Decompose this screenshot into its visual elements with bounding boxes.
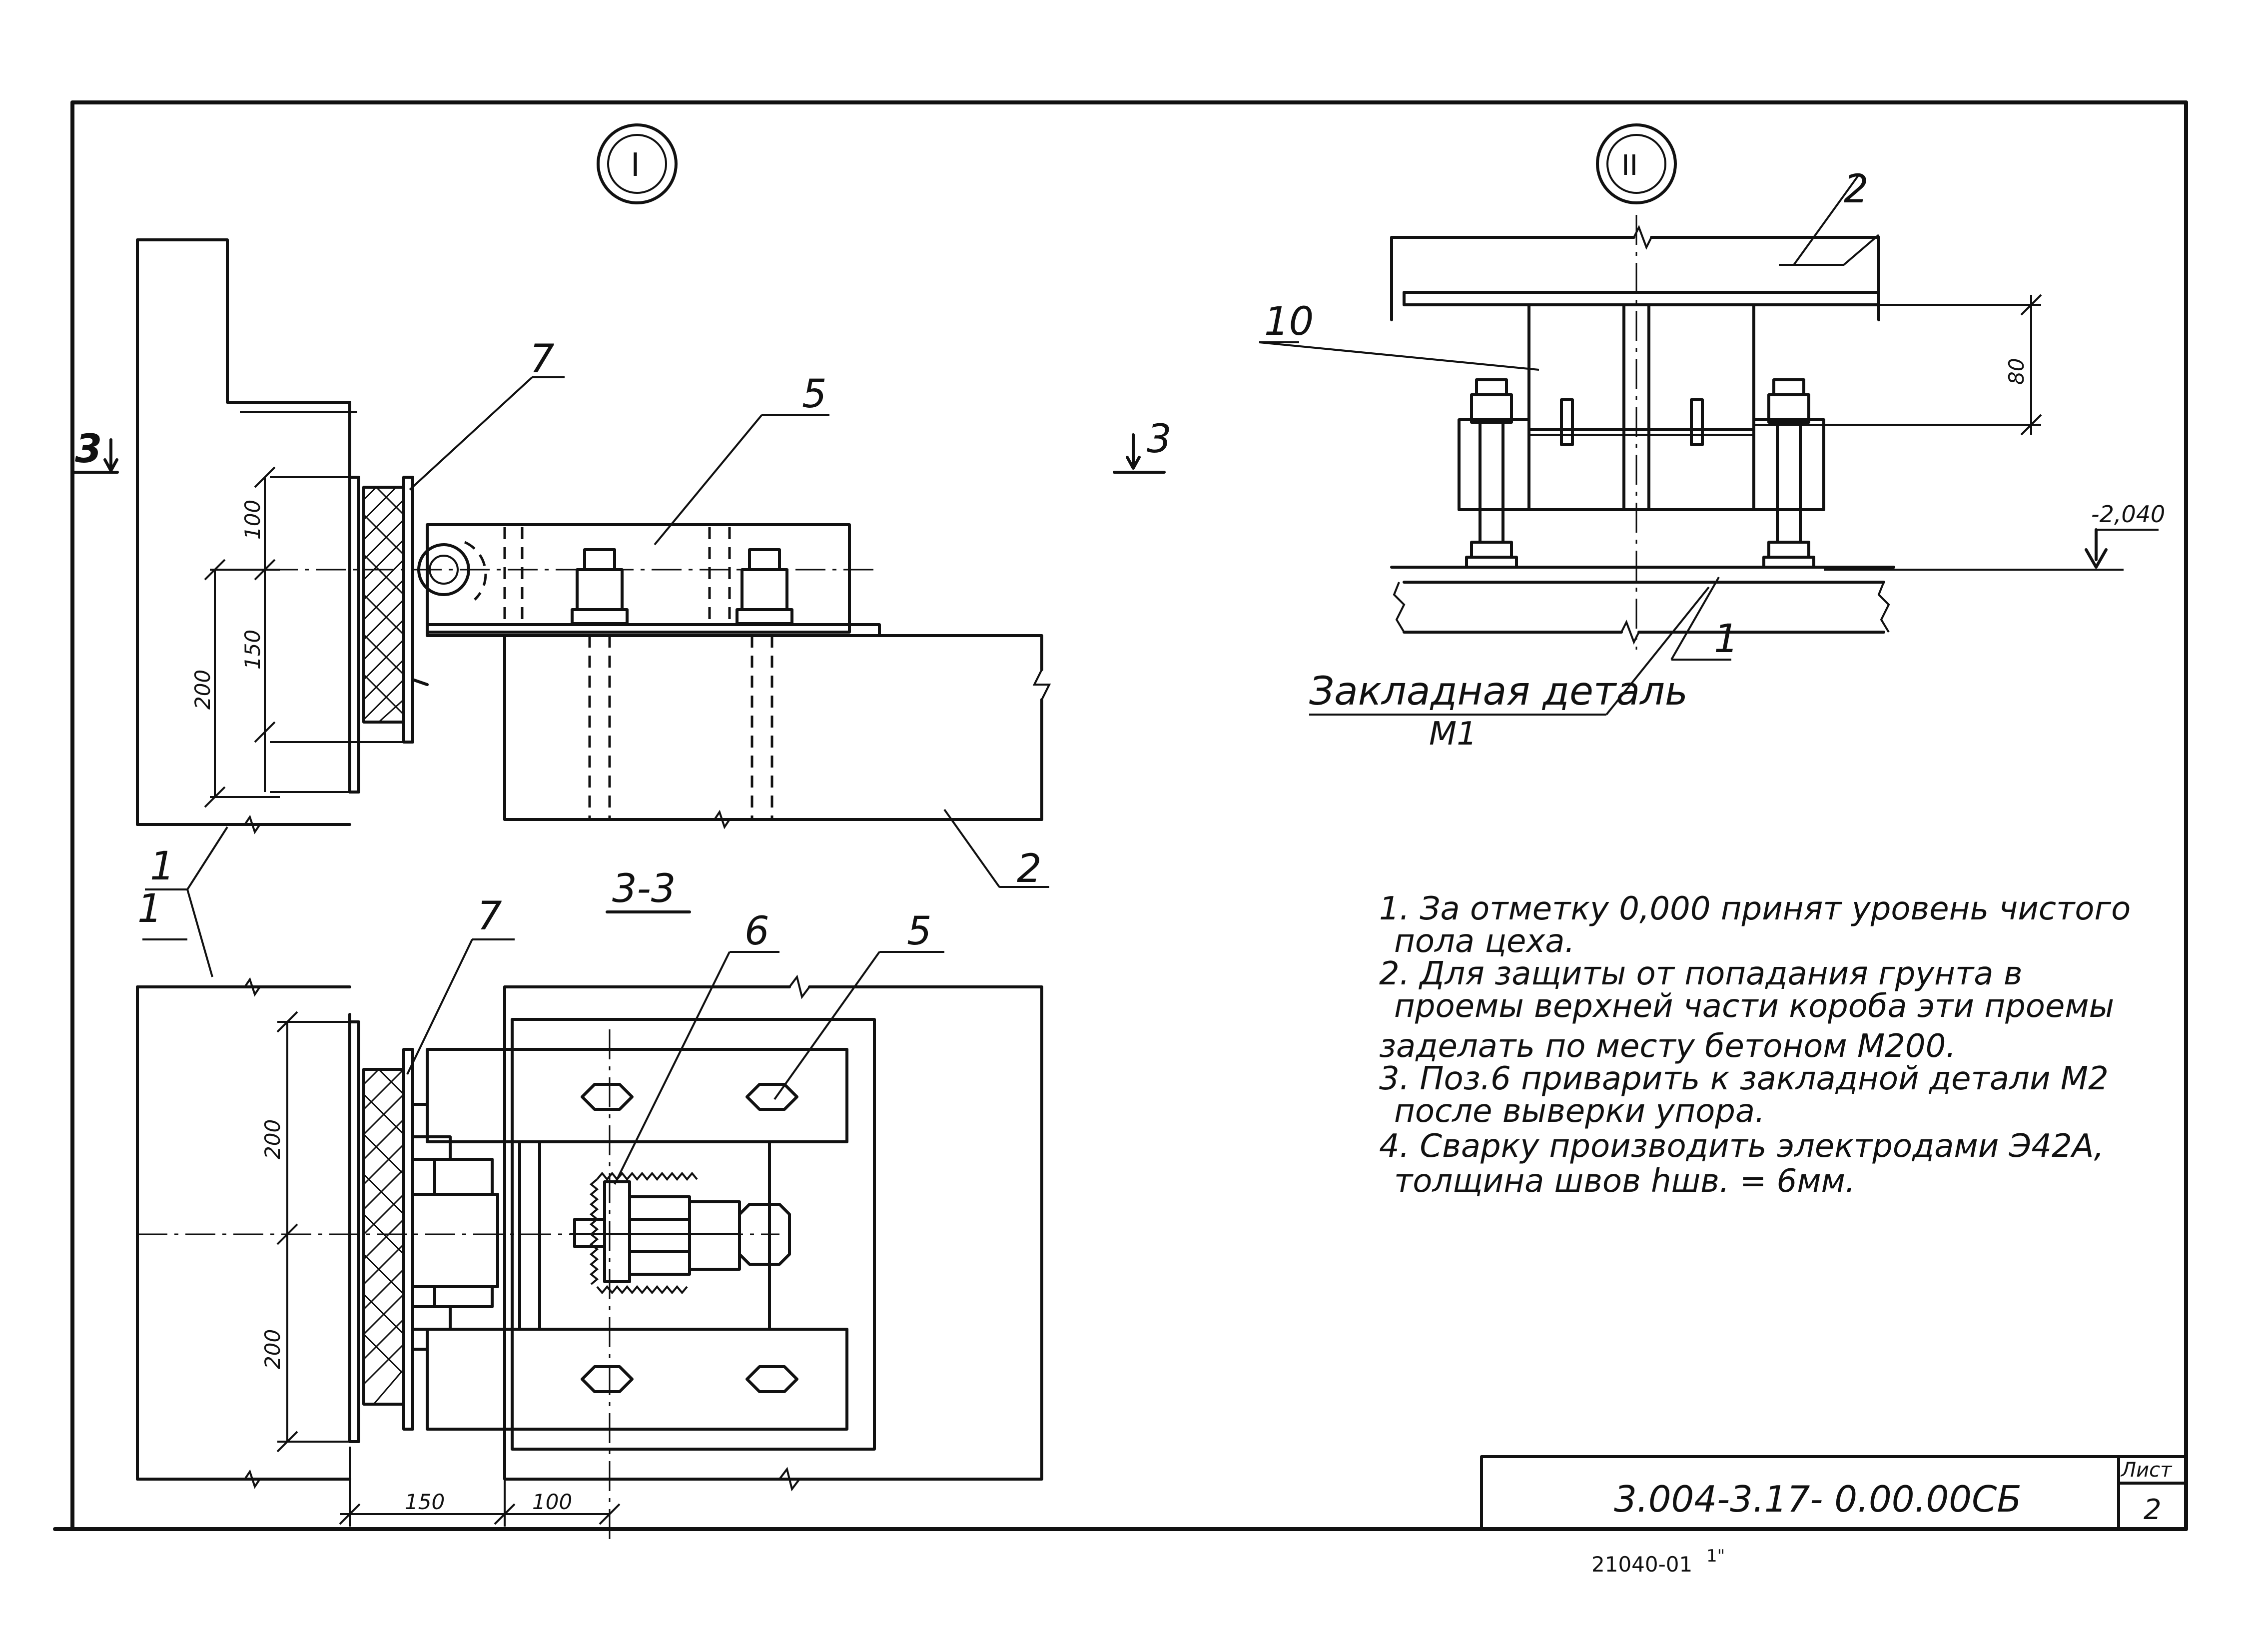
position-5-top: 5 bbox=[802, 372, 827, 417]
view-two bbox=[1390, 215, 1895, 650]
detail-mark-one: I bbox=[597, 123, 678, 204]
sheet-number: 2 bbox=[2144, 1494, 2162, 1526]
title-block: 3.004-3.17- 0.00.00СБ Лист 2 bbox=[1480, 1455, 2188, 1531]
position-2-left: 2 bbox=[1017, 846, 1042, 891]
position-6: 6 bbox=[745, 909, 769, 954]
bolt-icon bbox=[571, 548, 629, 625]
sheet-label: Лист bbox=[2120, 1459, 2173, 1482]
position-7-bottom: 7 bbox=[477, 894, 502, 939]
hex-bolt-icon bbox=[746, 1365, 798, 1393]
embedded-part-label: Закладная деталь bbox=[1309, 669, 1688, 714]
dim-200-vertical: 200 bbox=[190, 670, 215, 710]
embedded-part-mark: М1 bbox=[1429, 716, 1477, 753]
svg-text:I: I bbox=[631, 147, 640, 184]
hex-bolt-icon bbox=[746, 1083, 798, 1111]
dim-80: 80 bbox=[2004, 358, 2029, 385]
note-line: 4. Сварку производить электродами Э42А, bbox=[1379, 1128, 2104, 1165]
hex-bolt-icon bbox=[581, 1365, 634, 1393]
section-title: 3-3 bbox=[612, 866, 676, 911]
view-one-dimensions: 100 150 200 bbox=[190, 466, 404, 808]
dim-150-horizontal: 150 bbox=[405, 1490, 445, 1514]
position-1-right: 1 bbox=[1714, 617, 1739, 662]
detail-mark-two: II bbox=[1596, 123, 1677, 204]
bolt-icon bbox=[736, 548, 793, 625]
section-arrow-left: 3 bbox=[71, 427, 119, 474]
position-10: 10 bbox=[1264, 299, 1314, 344]
dim-200-a: 200 bbox=[260, 1119, 285, 1159]
svg-text:II: II bbox=[1621, 149, 1638, 182]
svg-text:3: 3 bbox=[75, 427, 102, 472]
dim-100-top: 100 bbox=[240, 500, 265, 540]
note-line: 3. Поз.6 приварить к закладной детали М2 bbox=[1379, 1060, 2109, 1097]
position-5-bottom: 5 bbox=[907, 909, 932, 954]
position-1-left: 1 bbox=[150, 844, 175, 889]
note-line: 1. За отметку 0,000 принят уровень чисто… bbox=[1379, 890, 2131, 927]
archive-number: 21040-01 bbox=[1591, 1552, 1692, 1577]
note-line: заделать по месту бетоном М200. bbox=[1379, 1028, 1956, 1065]
svg-text:3: 3 bbox=[1147, 417, 1172, 462]
sheet-frame bbox=[53, 100, 2188, 1531]
position-7-top: 7 bbox=[530, 337, 555, 382]
elevation-mark: -2,040 bbox=[2091, 501, 2165, 528]
note-line: 2. Для защиты от попадания грунта в bbox=[1379, 955, 2023, 992]
note-line: после выверки упора. bbox=[1394, 1093, 1765, 1130]
hex-bolt-icon bbox=[581, 1083, 634, 1111]
anchor-bolt-icon bbox=[1762, 378, 1815, 569]
anchor-bolt-icon bbox=[1465, 378, 1518, 569]
technical-notes: 1. За отметку 0,000 принят уровень чисто… bbox=[1379, 890, 2131, 1200]
view-two-dimensions: 80 -2,040 bbox=[1754, 294, 2165, 571]
view-one bbox=[136, 238, 1051, 834]
drawing-code: 3.004-3.17- 0.00.00СБ bbox=[1614, 1478, 2022, 1520]
note-line: пола цеха. bbox=[1394, 923, 1575, 960]
archive-suffix: 1" bbox=[1706, 1546, 1725, 1566]
dim-100-horizontal: 100 bbox=[532, 1490, 572, 1514]
note-line: толщина швов hшв. = 6мм. bbox=[1394, 1163, 1855, 1200]
section-arrow-right: 3 bbox=[1113, 417, 1172, 474]
section-three bbox=[136, 974, 1043, 1539]
dim-200-b: 200 bbox=[260, 1329, 285, 1369]
section-three-dimensions: 200 200 150 100 bbox=[260, 1011, 621, 1527]
note-line: проемы верхней части короба эти проемы bbox=[1394, 988, 2114, 1025]
dim-150-vertical: 150 bbox=[240, 630, 265, 670]
position-1-bottom: 1 bbox=[137, 886, 162, 931]
